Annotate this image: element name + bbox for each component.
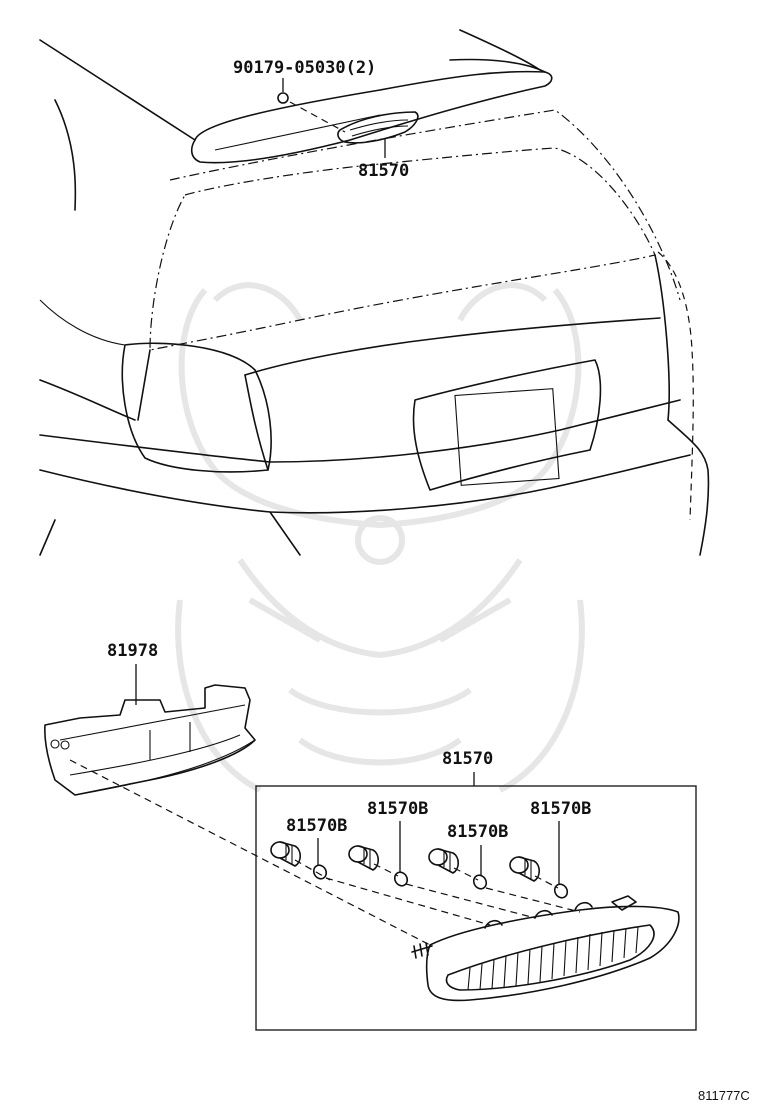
bulb-icon <box>312 864 328 880</box>
label-bulb-3: 81570B <box>447 822 508 842</box>
high-mount-stop-lamp <box>411 895 680 1002</box>
bulb-icon <box>472 874 488 890</box>
socket-icon <box>270 841 302 867</box>
socket-icon <box>509 856 541 882</box>
label-lamp-top: 81570 <box>358 161 409 181</box>
lamp-assy-box <box>255 785 697 1031</box>
bulb-icon <box>553 883 569 899</box>
bolt-icon <box>277 92 289 104</box>
watermark-logo <box>175 282 585 793</box>
bulbs <box>312 864 569 899</box>
bulb-sockets <box>270 841 541 882</box>
label-bulb-4: 81570B <box>530 799 591 819</box>
label-cover: 81978 <box>107 641 158 661</box>
cover-part <box>44 684 256 796</box>
bulb-icon <box>393 871 409 887</box>
label-lamp-assy: 81570 <box>442 749 493 769</box>
car-rear-view <box>39 29 710 556</box>
socket-icon <box>348 845 380 871</box>
label-bulb-2: 81570B <box>367 799 428 819</box>
socket-icon <box>428 848 460 874</box>
figure-code: 811777C <box>698 1088 750 1103</box>
label-bolt: 90179-05030(2) <box>233 58 376 78</box>
label-bulb-1: 81570B <box>286 816 347 836</box>
